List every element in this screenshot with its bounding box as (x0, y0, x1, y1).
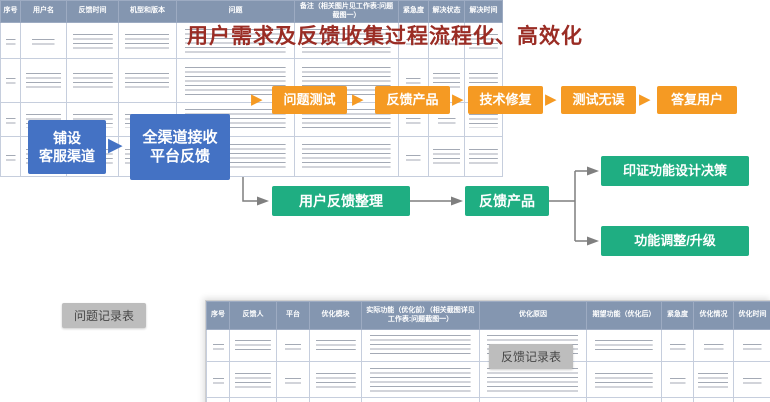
column-header: 机型和版本 (118, 0, 177, 23)
flow-node-tech-fix: 技术修复 (468, 86, 543, 114)
problem-table-label: 问题记录表 (62, 303, 147, 328)
node-label-line: 铺设 (53, 129, 81, 146)
feedback-table-grid: 序号 反馈人 平台 优化模块 实际功能（优化前）（相关截图详见工作表:问题截图一… (206, 301, 770, 402)
flow-node-adjust-upgrade: 功能调整/升级 (601, 226, 749, 256)
table-cell (693, 329, 734, 362)
column-header: 反馈人 (229, 301, 277, 330)
arrow-right-icon: ▶ (452, 91, 464, 108)
table-cell (309, 397, 362, 402)
table-cell (309, 361, 362, 398)
table-cell (693, 361, 734, 398)
table-cell (276, 329, 310, 362)
table-cell (176, 22, 295, 59)
column-header: 解决状态 (428, 0, 465, 23)
table-cell (229, 329, 277, 362)
table-cell (661, 397, 694, 402)
table-cell (229, 361, 277, 398)
column-header: 期望功能（优化后） (586, 301, 662, 330)
table-cell (0, 102, 21, 137)
column-header: 解决时间 (464, 0, 503, 23)
arrow-right-icon: ▶ (639, 91, 651, 108)
flow-node-verify-decision: 印证功能设计决策 (601, 156, 749, 186)
arrow-right-icon: ▶ (545, 91, 557, 108)
flow-node-feedback-product-bottom: 反馈产品 (465, 186, 549, 216)
column-header: 实际功能（优化前）（相关截图详见工作表:问题截图一） (361, 301, 480, 330)
table-cell (118, 22, 177, 59)
table-header-row: 序号 用户名 反馈时间 机型和版本 问题 备注（相关图片见工作表:问题截图一） … (0, 0, 503, 23)
table-cell (276, 361, 310, 398)
table-cell (0, 22, 21, 59)
arrow-right-icon: ▶ (251, 91, 263, 108)
table-cell (479, 397, 587, 402)
table-cell (309, 329, 362, 362)
arrow-right-icon: ▶ (108, 135, 123, 156)
flow-node-test-ok: 测试无误 (561, 86, 636, 114)
flow-node-feedback-product-top: 反馈产品 (375, 86, 450, 114)
table-cell (294, 22, 399, 59)
table-cell (20, 58, 67, 103)
page-title: 用户需求及反馈收集过程流程化、高效化 (187, 25, 583, 48)
table-cell (118, 58, 177, 103)
table-cell (428, 22, 465, 59)
table-cell (661, 329, 694, 362)
flow-node-reply-user: 答复用户 (657, 86, 737, 114)
table-cell (229, 397, 277, 402)
flow-node-channel-setup: 铺设 客服渠道 (28, 120, 106, 174)
column-header: 备注（相关图片见工作表:问题截图一） (294, 0, 399, 23)
table-cell (733, 397, 770, 402)
table-cell (733, 361, 770, 398)
flow-node-platform-receive: 全渠道接收 平台反馈 (130, 114, 230, 180)
column-header: 优化原因 (479, 301, 587, 330)
column-header: 反馈时间 (66, 0, 119, 23)
table-cell (733, 329, 770, 362)
table-cell (20, 22, 67, 59)
table-cell (0, 136, 21, 177)
table-cell (206, 397, 230, 402)
node-label-line: 全渠道接收 (142, 128, 218, 146)
table-cell (206, 329, 230, 362)
node-label-line: 客服渠道 (39, 148, 95, 164)
table-cell (586, 397, 662, 402)
column-header: 优化情况 (693, 301, 734, 330)
table-cell (66, 22, 119, 59)
column-header: 紧急度 (661, 301, 694, 330)
table-cell (361, 361, 480, 398)
column-header: 平台 (276, 301, 310, 330)
column-header: 优化模块 (309, 301, 362, 330)
flow-node-issue-test: 问题测试 (272, 86, 347, 114)
table-cell (428, 136, 465, 177)
table-row (206, 397, 770, 402)
flow-node-feedback-sort: 用户反馈整理 (272, 186, 410, 216)
table-cell (276, 397, 310, 402)
feedback-table-label: 反馈记录表 (489, 344, 574, 369)
table-cell (693, 397, 734, 402)
table-cell (464, 136, 503, 177)
table-cell (398, 136, 429, 177)
table-cell (0, 58, 21, 103)
node-label-line: 平台反馈 (149, 148, 210, 165)
table-header-row: 序号 反馈人 平台 优化模块 实际功能（优化前）（相关截图详见工作表:问题截图一… (206, 301, 770, 330)
table-cell (206, 361, 230, 398)
table-cell (361, 397, 480, 402)
column-header: 序号 (206, 301, 230, 330)
table-cell (66, 58, 119, 103)
table-cell (294, 136, 399, 177)
table-cell (586, 361, 662, 398)
table-cell (586, 329, 662, 362)
column-header: 优化时间 (733, 301, 770, 330)
table-cell (661, 361, 694, 398)
feedback-record-table: 序号 反馈人 平台 优化模块 实际功能（优化前）（相关截图详见工作表:问题截图一… (205, 300, 770, 402)
arrow-right-icon: ▶ (352, 91, 364, 108)
table-cell (361, 329, 480, 362)
